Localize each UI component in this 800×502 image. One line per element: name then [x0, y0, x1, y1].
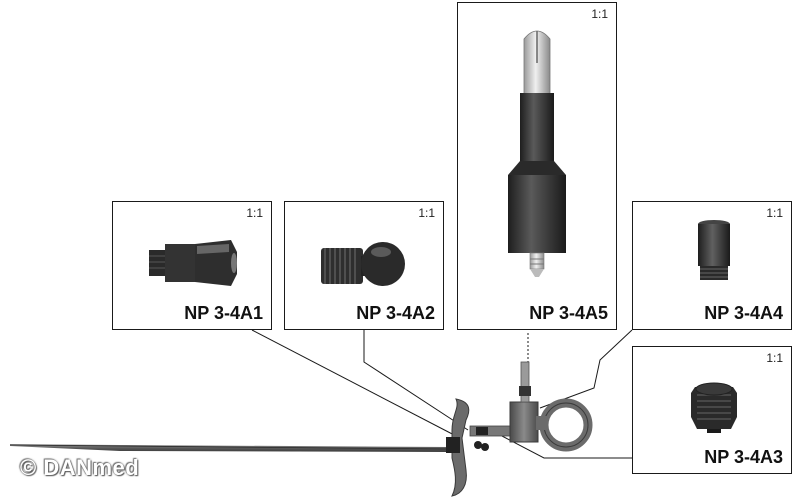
part-box-np-3-4a5[interactable]: 1:1 NP 3-4A5	[457, 2, 617, 330]
part-np-3-4a1-image	[149, 240, 237, 286]
part-code-label: NP 3-4A4	[704, 303, 783, 323]
leader-a2	[363, 330, 469, 431]
part-np-3-4a4-image	[698, 220, 730, 280]
leader-a3	[501, 435, 632, 459]
copyright-watermark: © DANmed	[20, 455, 140, 480]
part-code-label: NP 3-4A3	[704, 447, 783, 467]
scale-label: 1:1	[766, 351, 783, 365]
part-np-3-4a3-image	[691, 382, 737, 433]
part-code-label: NP 3-4A5	[529, 303, 608, 323]
part-np-3-4a5-image	[508, 30, 566, 277]
scale-label: 1:1	[418, 206, 435, 220]
part-code-label: NP 3-4A1	[184, 303, 263, 323]
leader-lines	[251, 329, 633, 459]
part-box-np-3-4a3[interactable]: 1:1 NP 3-4A3	[632, 346, 792, 474]
part-box-np-3-4a1[interactable]: 1:1 NP 3-4A1	[112, 201, 272, 330]
instrument-shaft	[9, 444, 451, 452]
leader-a4	[539, 329, 633, 409]
scale-label: 1:1	[591, 7, 608, 21]
scale-label: 1:1	[766, 206, 783, 220]
part-box-np-3-4a2[interactable]: 1:1 NP 3-4A2	[284, 201, 444, 330]
part-code-label: NP 3-4A2	[356, 303, 435, 323]
part-np-3-4a2-image	[321, 242, 405, 286]
scale-label: 1:1	[246, 206, 263, 220]
instrument-handle	[446, 361, 593, 497]
part-box-np-3-4a4[interactable]: 1:1 NP 3-4A4	[632, 201, 792, 330]
leader-a1	[251, 329, 459, 438]
